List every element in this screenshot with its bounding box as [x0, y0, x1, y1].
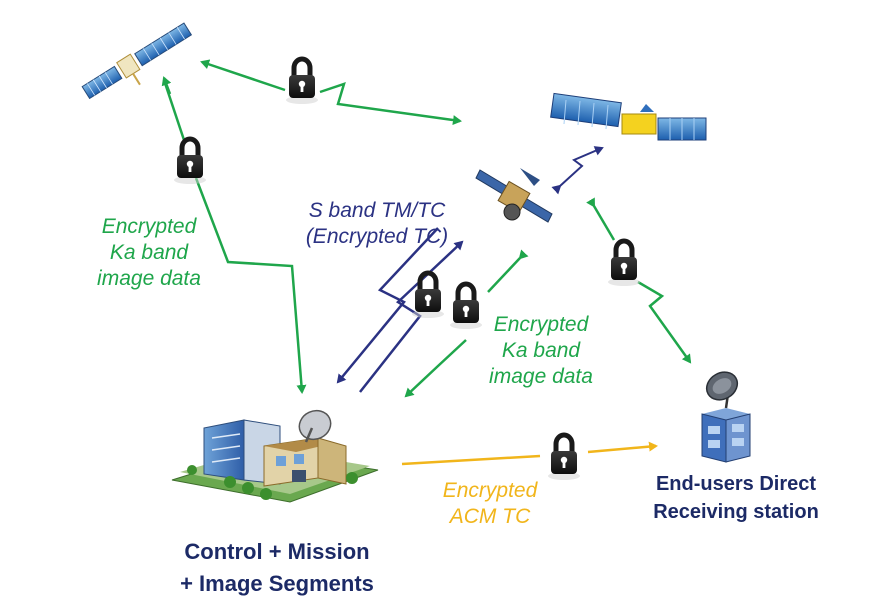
padlock-icon [548, 435, 580, 480]
ground-station-icon [171, 409, 379, 503]
link-inter-satellite [551, 146, 604, 195]
link-ka-center [404, 249, 529, 398]
ka-left-label: Encrypted Ka band image data [97, 215, 201, 290]
link-acm [401, 441, 658, 466]
satellite-center-icon [475, 168, 553, 223]
link-ka-right [586, 197, 692, 364]
receiving-station-icon [701, 371, 751, 463]
padlock-icon [608, 241, 640, 286]
link-s-band [336, 227, 464, 393]
satellite-right-icon [550, 92, 707, 141]
link-sat-to-sat [200, 59, 462, 125]
padlock-icon [412, 273, 444, 318]
padlock-icon [286, 59, 318, 104]
ground-station-label: Control + Mission + Image Segments [180, 539, 374, 596]
end-users-label: End-users Direct Receiving station [653, 473, 819, 523]
acm-label: Encrypted ACM TC [442, 479, 538, 528]
padlock-icon [174, 139, 206, 184]
satellite-left-icon [81, 22, 193, 100]
s-band-label: S band TM/TC (Encrypted TC) [305, 199, 449, 248]
link-ka-left [161, 76, 307, 394]
ka-center-label: Encrypted Ka band image data [489, 313, 593, 388]
